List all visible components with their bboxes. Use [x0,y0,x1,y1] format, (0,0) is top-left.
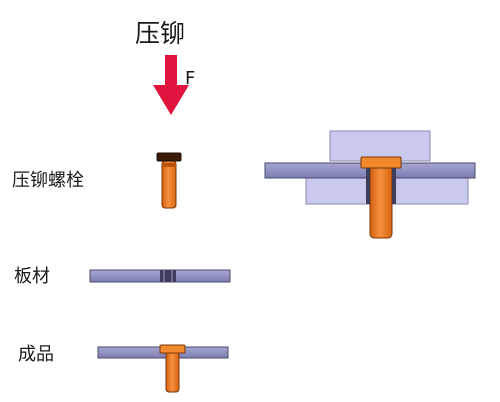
section-bolt-head [360,156,402,169]
force-arrow-icon [153,55,189,115]
label-finished-product: 成品 [18,344,54,365]
section-bolt-shank [369,162,393,239]
press-cross-section [264,130,476,239]
plate-with-hole-icon [89,269,231,283]
label-plate: 板材 [14,266,50,287]
label-clinch-bolt: 压铆螺栓 [12,170,84,191]
upper-punch [329,130,431,162]
finished-product-icon [97,344,229,393]
force-label: F [185,68,196,89]
clinch-bolt-icon [156,152,182,209]
diagram-title: 压铆 [135,19,186,48]
